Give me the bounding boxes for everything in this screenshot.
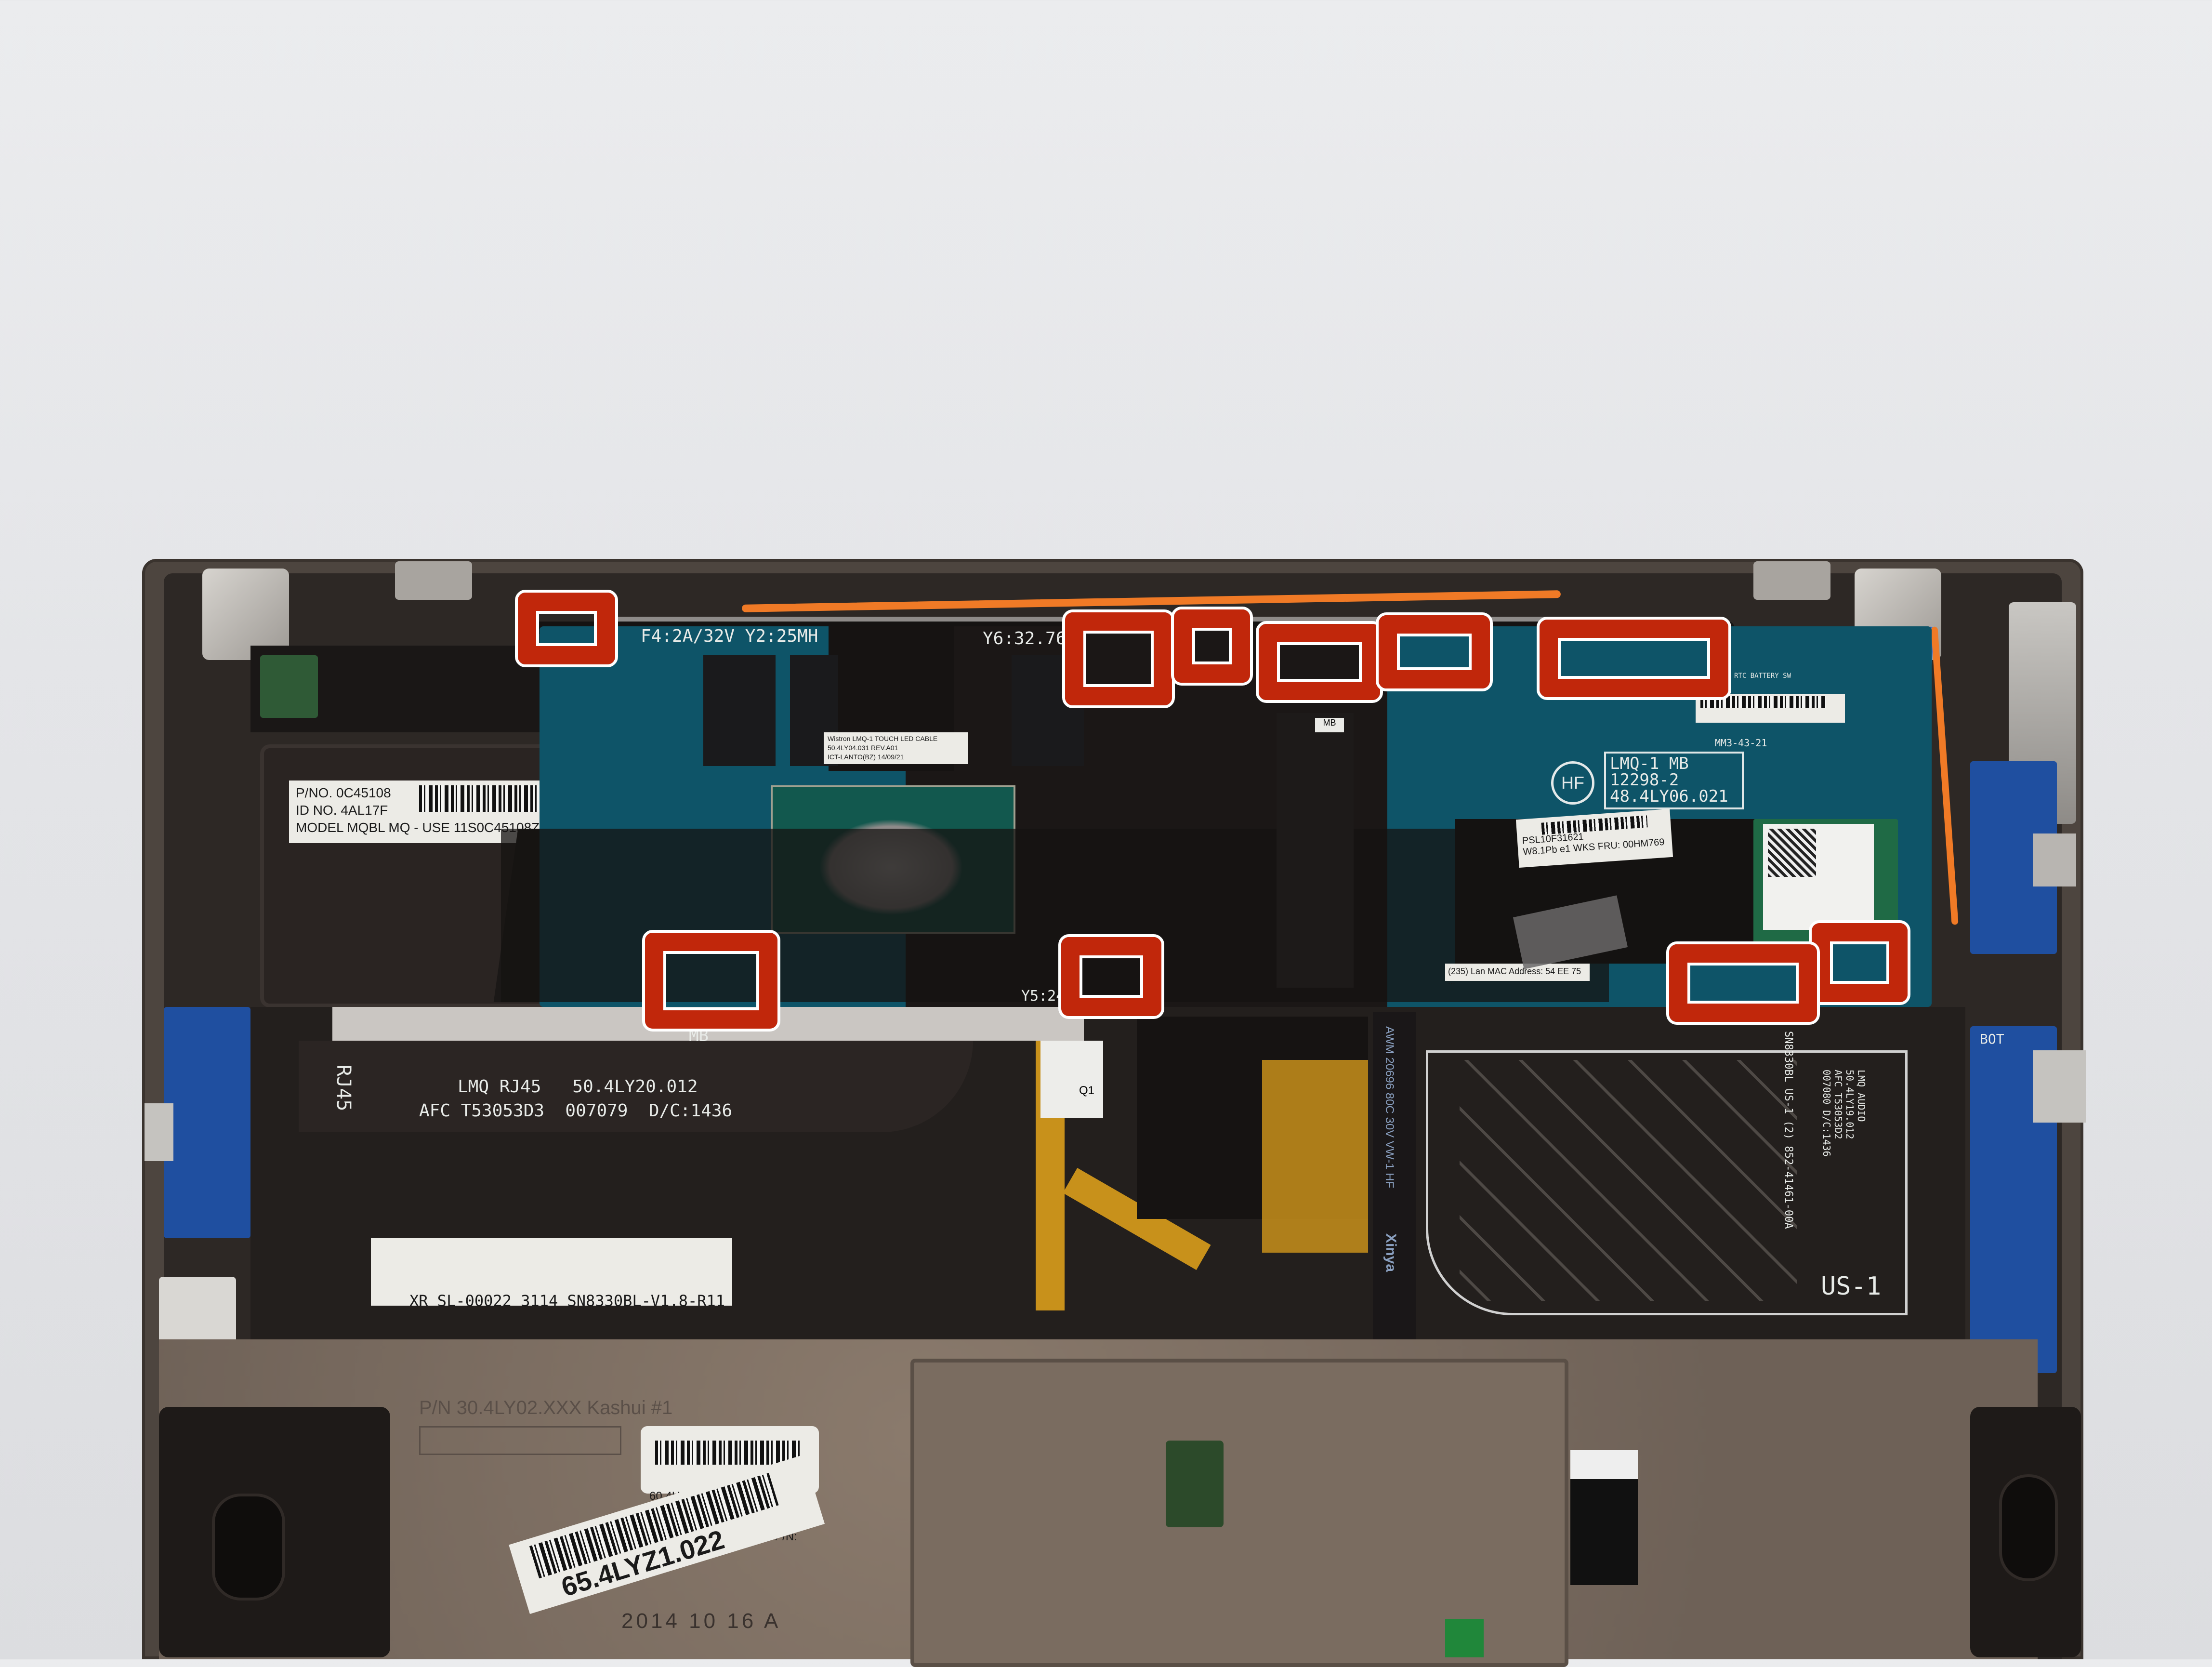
highlight-frame — [1174, 609, 1250, 683]
left-usb-board — [164, 1007, 250, 1238]
highlight-box-3 — [1171, 607, 1253, 686]
palmrest-mold-text: P/N 30.4LY02.XXX Kashui #1 — [419, 1397, 673, 1418]
hf-logo: HF — [1551, 761, 1594, 805]
rj45-cable-mfg: AFC T53053D3 007079 D/C:1436 — [419, 1101, 733, 1121]
highlight-inner-outline — [1192, 628, 1232, 664]
highlight-inner-outline — [1080, 955, 1143, 998]
highlight-inner-outline — [1083, 631, 1154, 687]
mobo-model: LMQ-1 MB — [1610, 754, 1689, 773]
keyboard-sticker-line1: XR SL-00022 3114 SN8330BL-V1.8-R11 — [409, 1292, 725, 1310]
rj45-cable-part: LMQ RJ45 50.4LY20.012 — [458, 1077, 698, 1097]
highlight-box-7 — [642, 930, 780, 1032]
mobo-silk-crystal: Y6:32.768 — [983, 629, 1077, 648]
audio-cable-mfg: AFC T53053D2 — [1832, 1070, 1844, 1139]
us1-cable-traces — [1460, 1060, 1797, 1301]
mobo-part-number: 48.4LY06.021 — [1610, 787, 1728, 806]
highlight-box-10 — [1809, 920, 1910, 1005]
highlight-inner-outline — [1277, 642, 1362, 682]
touch-led-cable-label: Wistron LMQ-1 TOUCH LED CABLE 50.4LY04.0… — [824, 732, 968, 764]
xinya-cable-brand: Xinya — [1383, 1233, 1399, 1272]
left-speaker-grille — [212, 1494, 285, 1601]
bot-silk-right: BOT — [1980, 1031, 2004, 1047]
xinya-cable-rating: AWM 20696 80C 30V VW-1 HF — [1383, 1026, 1396, 1189]
right-speaker-grille — [1999, 1474, 2058, 1581]
rtc-battery-silk: RTC BATTERY SW — [1734, 672, 1791, 680]
touchpad-well — [910, 1359, 1568, 1667]
mac-address-label: (235) Lan MAC Address: 54 EE 75 ... — [1445, 964, 1590, 986]
highlight-box-2 — [1062, 609, 1175, 708]
highlight-frame — [1379, 615, 1490, 688]
highlight-frame — [645, 933, 777, 1029]
palmrest-mold-grid — [419, 1426, 621, 1455]
q1-tag — [1040, 1041, 1103, 1118]
highlight-box-8 — [1058, 934, 1164, 1019]
hf-ribbon-cable — [1277, 713, 1354, 988]
q1-tag-label: Q1 — [1079, 1084, 1095, 1097]
highlight-inner-outline — [663, 951, 759, 1010]
touchpad-connector-board — [1166, 1441, 1224, 1527]
wifi-qr-code — [1768, 829, 1816, 877]
highlight-inner-outline — [1830, 941, 1889, 984]
left-usb-port — [145, 1103, 173, 1161]
highlight-box-9 — [1666, 941, 1820, 1025]
fru-barcode — [655, 1441, 800, 1465]
fingerprint-flex — [1262, 1060, 1368, 1253]
hinge-bracket-left — [395, 561, 472, 600]
highlight-frame — [1540, 620, 1728, 697]
black-insulating-film — [501, 829, 1609, 1002]
us1-cable-outline — [1426, 1050, 1908, 1315]
highlight-box-6 — [1537, 617, 1731, 700]
highlight-frame — [1669, 944, 1817, 1022]
date-stamp: 2014 10 16 A — [621, 1609, 781, 1633]
audio-cable-part: 50.4LY19.012 — [1844, 1070, 1856, 1139]
rj45-side-label: RJ45 — [332, 1065, 355, 1111]
battery-part-number: P/NO. 0C45108 — [296, 785, 391, 800]
highlight-box-5 — [1376, 612, 1493, 691]
audio-cable-name: LMQ AUDIO — [1856, 1070, 1867, 1122]
mobo-silk-fuse: F4:2A/32V Y2:25MH — [641, 626, 818, 646]
highlight-inner-outline — [1397, 634, 1472, 670]
mobo-code: 12298-2 — [1610, 770, 1679, 790]
highlight-frame — [518, 593, 615, 664]
highlight-frame — [1065, 612, 1172, 705]
hinge-bracket-right — [1753, 561, 1830, 600]
highlight-box-1 — [515, 590, 618, 667]
mini-displayport — [2033, 834, 2076, 886]
keyboard-sticker: XR SL-00022 3114 SN8330BL-V1.8-R11 P/N:8… — [371, 1238, 732, 1368]
mb-tag-ribbon: MB — [1315, 718, 1344, 732]
highlight-inner-outline — [536, 611, 597, 646]
touch-led-cable-name: Wistron LMQ-1 TOUCH LED CABLE — [828, 735, 938, 742]
highlight-frame — [1812, 923, 1908, 1002]
right-usb-port — [2033, 1050, 2086, 1123]
highlight-inner-outline — [1687, 963, 1799, 1004]
us1-big-label: US-1 — [1821, 1272, 1882, 1301]
highlight-box-4 — [1256, 621, 1383, 703]
mobo-date-code: MM3-43-21 — [1715, 737, 1767, 749]
rj45-flex-cable — [299, 1041, 973, 1132]
green-sensor — [1445, 1619, 1484, 1657]
ram-chip-1 — [703, 655, 776, 766]
audio-cable-label: LMQ AUDIO 50.4LY19.012 AFC T53053D2 0070… — [1821, 1070, 1867, 1157]
audio-cable-datecode: 007080 D/C:1436 — [1821, 1070, 1832, 1157]
touch-led-cable-mfg: ICT-LANTO(BZ) 14/09/21 — [828, 753, 904, 761]
mobo-silkscreen-box: LMQ-1 MB 12298-2 48.4LY06.021 — [1604, 752, 1744, 809]
highlight-inner-outline — [1558, 638, 1710, 679]
battery-id-number: ID NO. 4AL17F — [296, 803, 388, 818]
highlight-frame — [1061, 937, 1161, 1016]
left-hinge — [202, 569, 289, 660]
left-io-board-small — [260, 655, 318, 718]
white-pad-tab — [1570, 1450, 1638, 1479]
us1-cable-label: SN8330BL US-1 (2) 852-41461-00A — [1782, 1031, 1794, 1229]
touch-led-cable-part: 50.4LY04.031 REV.A01 — [828, 744, 898, 752]
